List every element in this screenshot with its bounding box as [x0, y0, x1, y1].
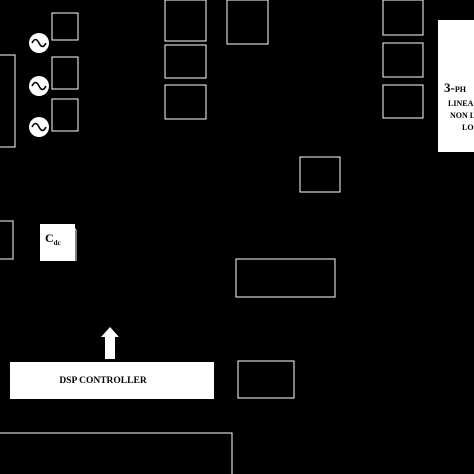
sine-wave-icon: [31, 122, 47, 132]
source-impedance-c: [51, 98, 79, 132]
dsp-controller: [10, 362, 214, 399]
capacitor-label: Cdc: [45, 231, 61, 247]
load-impedance-2: [382, 42, 424, 78]
load-line-2: LINEA: [448, 99, 474, 108]
ac-source-b: [29, 76, 49, 96]
bottom-bus: [0, 432, 233, 474]
sensing-block: [237, 360, 295, 399]
line-impedance-2: [164, 44, 207, 79]
ac-source-c: [29, 117, 49, 137]
line-impedance-3: [164, 84, 207, 120]
source-impedance-a: [51, 12, 79, 41]
load-impedance-3: [382, 84, 424, 119]
sine-wave-icon: [31, 81, 47, 91]
load-impedance-1: [382, 0, 424, 36]
line-impedance-1: [164, 0, 207, 42]
inverter-bracket: [0, 220, 14, 260]
pcc-block: [226, 0, 269, 45]
dsp-controller-label: DSP CONTROLLER: [59, 376, 147, 386]
capacitor-corner: [72, 226, 77, 261]
load-line-1: 3-PH: [444, 80, 467, 95]
ac-source-a: [29, 33, 49, 53]
arrow-up-icon: [101, 327, 119, 359]
sine-wave-icon: [31, 38, 47, 48]
grid-bracket: [0, 54, 16, 148]
coupling-block: [299, 156, 341, 193]
load-block: [438, 20, 474, 152]
load-line-4: LO: [462, 123, 474, 132]
load-line-3: NON L: [450, 111, 474, 120]
inverter-block: [235, 258, 336, 298]
source-impedance-b: [51, 56, 79, 90]
dc-capacitor: [40, 224, 75, 261]
